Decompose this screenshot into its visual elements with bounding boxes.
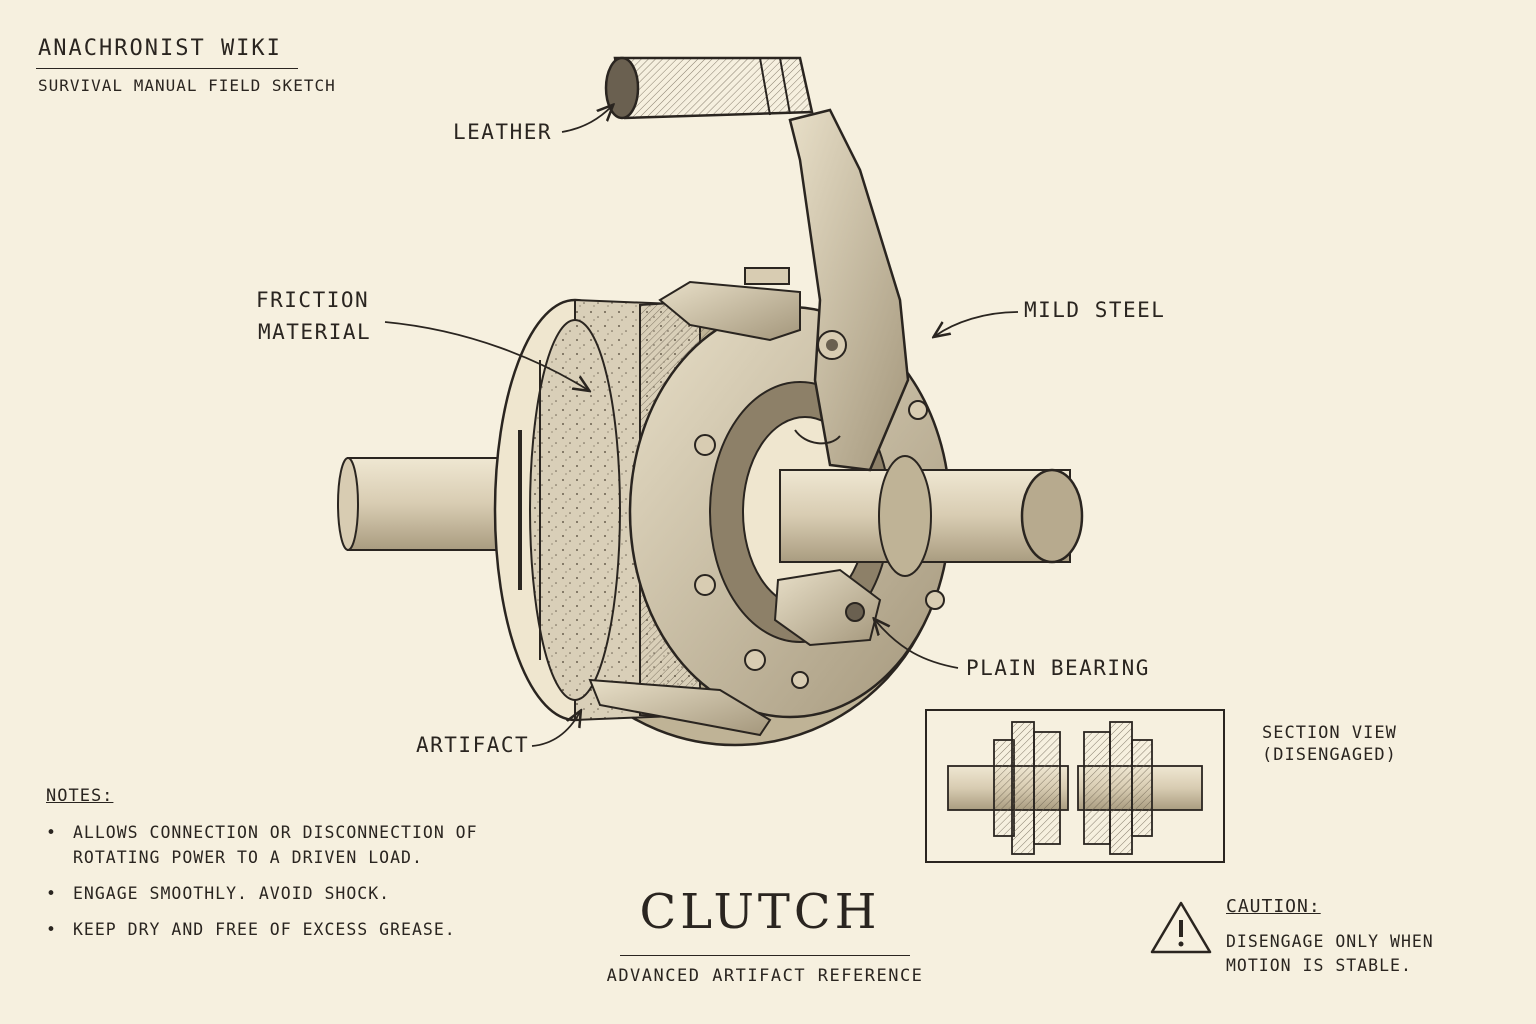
friction-disc xyxy=(493,298,701,722)
title-rule xyxy=(620,955,910,956)
artifact-leader xyxy=(531,712,580,747)
plain-bearing-leader xyxy=(875,620,959,669)
section-view-label-line2: (DISENGAGED) xyxy=(1262,745,1397,765)
callout-mild-steel: MILD STEEL xyxy=(1024,298,1166,322)
notes-list: ALLOWS CONNECTION OR DISCONNECTION OF RO… xyxy=(46,820,533,953)
section-view-label: SECTION VIEW (DISENGAGED) xyxy=(1262,722,1432,766)
warning-triangle-icon xyxy=(1150,901,1212,954)
caution-text: DISENGAGE ONLY WHEN MOTION IS STABLE. xyxy=(1226,932,1434,975)
leather-leader xyxy=(561,106,612,133)
callout-leather: LEATHER xyxy=(453,120,553,144)
callout-artifact: ARTIFACT xyxy=(416,733,530,757)
note-item: KEEP DRY AND FREE OF EXCESS GREASE. xyxy=(46,917,533,942)
callout-friction-line2: MATERIAL xyxy=(258,320,372,344)
friction-leader xyxy=(384,321,588,390)
page-subtitle: ADVANCED ARTIFACT REFERENCE xyxy=(606,966,924,986)
page-title: CLUTCH xyxy=(639,884,881,940)
lower-bracket xyxy=(588,678,772,737)
yoke-bracket xyxy=(658,280,801,342)
left-shaft xyxy=(337,457,519,551)
callout-friction-line1: FRICTION xyxy=(256,288,370,312)
section-view-label-line1: SECTION VIEW xyxy=(1262,723,1397,743)
section-view-diagram xyxy=(925,709,1225,863)
mild-steel-leader xyxy=(935,311,1019,336)
lever-arm xyxy=(788,108,910,472)
wiki-subtitle: SURVIVAL MANUAL FIELD SKETCH xyxy=(38,76,336,95)
leather-grip xyxy=(604,56,814,120)
header-rule xyxy=(36,68,298,69)
wiki-title: ANACHRONIST WIKI xyxy=(38,36,282,61)
caution-title: CAUTION: xyxy=(1226,896,1321,917)
notes-title: NOTES: xyxy=(46,786,114,806)
right-shaft xyxy=(779,455,1084,577)
bearing-block xyxy=(773,568,882,647)
callout-plain-bearing: PLAIN BEARING xyxy=(966,656,1150,680)
note-item: ENGAGE SMOOTHLY. AVOID SHOCK. xyxy=(46,881,533,906)
note-item: ALLOWS CONNECTION OR DISCONNECTION OF RO… xyxy=(46,820,533,870)
